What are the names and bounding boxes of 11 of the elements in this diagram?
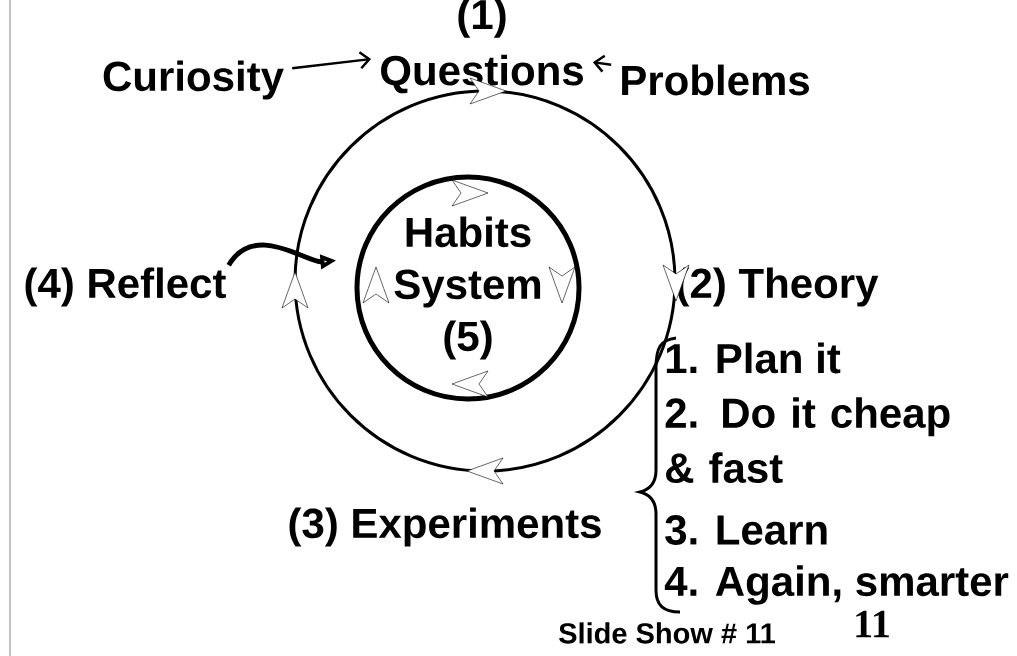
stage-label: Problems (622, 64, 809, 96)
stage-label: (3) Experiments (289, 507, 601, 547)
step-text: 1. Plan it (666, 342, 841, 374)
slide-footer: Slide Show # 11 (559, 622, 775, 644)
arrow (292, 51, 372, 70)
stage-label: (4) Reflect (25, 267, 226, 307)
step-text: 2. Do it cheap & fast (665, 397, 950, 484)
stage-label: Curiosity (103, 60, 284, 100)
step-text: 3. Learn (665, 515, 827, 545)
page-number: 11 (856, 610, 889, 638)
step-text: 4. Again, smarter (664, 565, 1009, 605)
